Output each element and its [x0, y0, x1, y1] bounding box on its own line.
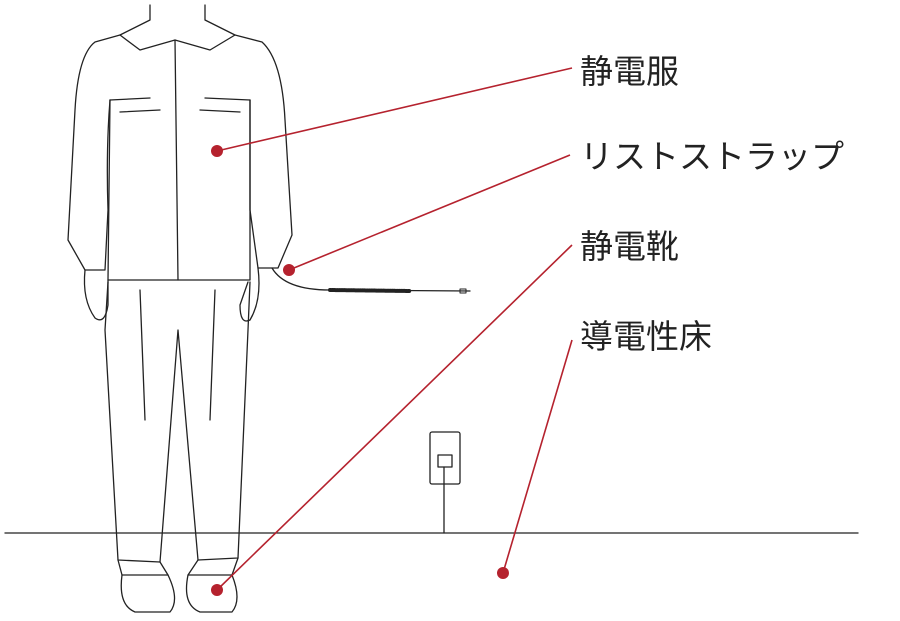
- leader-dot-suit: [211, 145, 223, 157]
- label-floor: 導電性床: [580, 317, 712, 356]
- worker-figure: [67, 4, 293, 613]
- leader-line-shoes: [216, 244, 573, 591]
- ground-outlet: [429, 431, 461, 534]
- label-wrist-strap: リストストラップ: [580, 137, 844, 176]
- leader-dot-floor: [497, 567, 509, 579]
- wrist-strap-cord: [271, 267, 471, 294]
- label-suit: 静電服: [580, 52, 679, 91]
- leader-line-floor: [502, 339, 573, 574]
- leader-line-suit: [216, 67, 573, 152]
- label-shoes: 静電靴: [580, 227, 679, 266]
- leader-line-wrist-strap: [288, 154, 571, 271]
- leader-dot-shoes: [211, 584, 223, 596]
- leader-dot-wrist-strap: [283, 264, 295, 276]
